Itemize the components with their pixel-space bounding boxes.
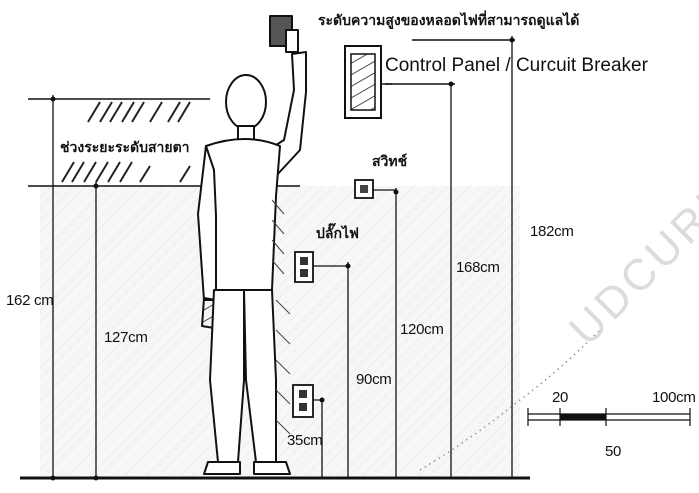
scale-tick-50: 50 [605, 443, 622, 460]
outlet-label: ปลั๊กไฟ [316, 225, 359, 241]
dimension-lines [52, 36, 513, 478]
switch-box [354, 179, 396, 199]
thai-caption: ระดับความสูงของหลอดไฟที่สามารถดูแลได้ [318, 12, 580, 28]
level-lines [28, 39, 515, 187]
switch-label: สวิทช์ [372, 153, 408, 169]
human-figure [197, 15, 307, 475]
dimension-168: 168cm [456, 259, 500, 276]
wall-tone [40, 186, 520, 476]
dimension-182: 182cm [530, 223, 574, 240]
figure-shadow [271, 199, 291, 435]
control-panel-box [344, 45, 382, 119]
low-outlet-box [292, 384, 322, 418]
dotted-trail [419, 329, 601, 471]
outlet-box [294, 251, 348, 283]
dimension-162: 162 cm [6, 292, 54, 309]
eye-level-band [61, 101, 191, 183]
dimension-90: 90cm [356, 371, 392, 388]
scale-tick-20: 20 [552, 389, 569, 406]
dimension-35: 35cm [287, 432, 323, 449]
dimension-120: 120cm [400, 321, 444, 338]
eye-level-label: ช่วงระยะระดับสายตา [60, 139, 190, 155]
dimension-127: 127cm [104, 329, 148, 346]
scale-tick-100: 100cm [652, 389, 696, 406]
scale-bar [527, 408, 691, 426]
control-panel-label: Control Panel / Curcuit Breaker [385, 55, 648, 76]
